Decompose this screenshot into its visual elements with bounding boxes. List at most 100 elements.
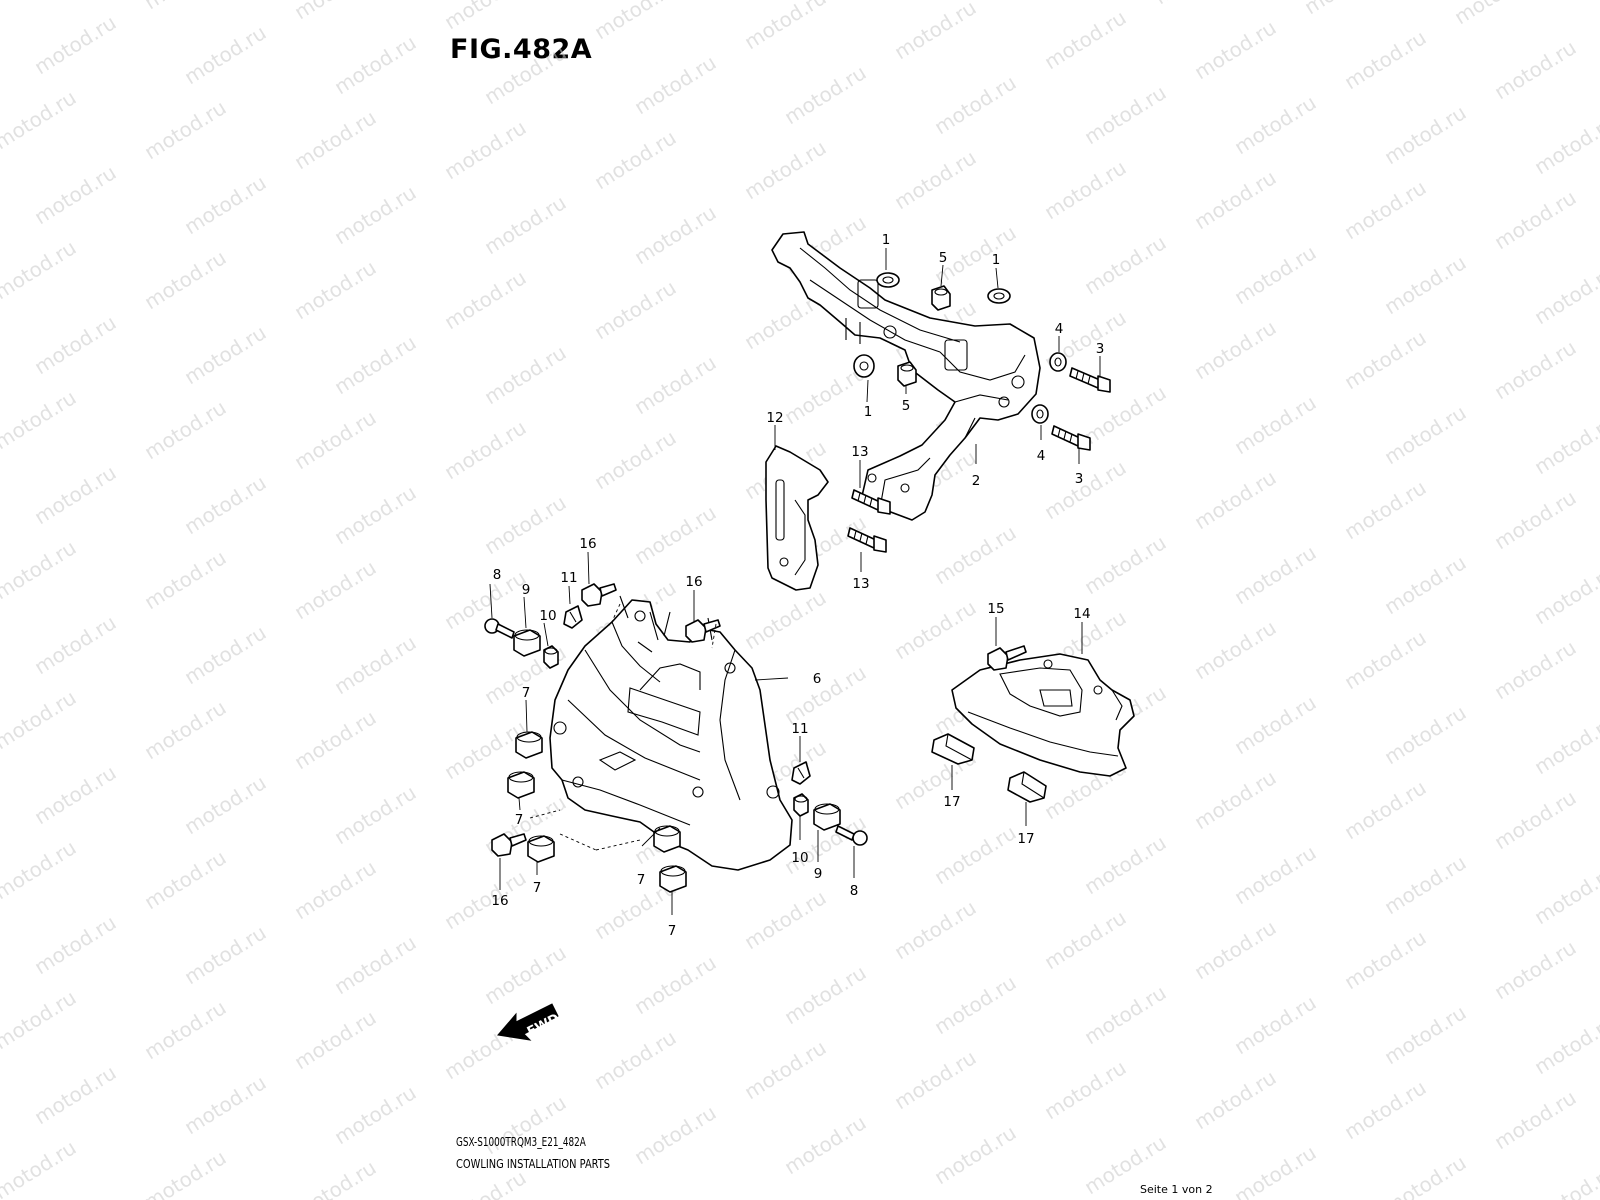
watermark-text: motod.ru — [0, 235, 80, 304]
watermark-text: motod.ru — [630, 50, 721, 119]
watermark-text: motod.ru — [1190, 765, 1281, 834]
watermark-text: motod.ru — [1230, 390, 1321, 459]
watermark-text: motod.ru — [930, 820, 1021, 889]
watermark-text: motod.ru — [1380, 250, 1471, 319]
watermark-text: motod.ru — [1080, 530, 1171, 599]
callout-7: 7 — [515, 812, 524, 828]
grommet-7b — [507, 771, 535, 799]
watermark-text: motod.ru — [1530, 1010, 1600, 1079]
seal-17b — [1007, 771, 1047, 803]
watermark-text: motod.ru — [1380, 550, 1471, 619]
callout-16: 16 — [579, 536, 596, 552]
watermark-text: motod.ru — [1380, 400, 1471, 469]
watermark-text: motod.ru — [0, 85, 80, 154]
watermark-text: motod.ru — [590, 1025, 681, 1094]
watermark-text: motod.ru — [330, 780, 421, 849]
watermark-text: motod.ru — [1490, 35, 1581, 104]
callout-labels: 1 1 1 2 3 3 4 4 5 5 6 7 7 7 7 7 8 8 9 9 … — [491, 232, 1104, 939]
watermark-text: motod.ru — [1530, 710, 1600, 779]
grommet-9a — [513, 629, 541, 657]
watermark-text: motod.ru — [930, 1120, 1021, 1189]
watermark-text: motod.ru — [780, 960, 871, 1029]
bolt-3a — [1069, 367, 1111, 393]
callout-3: 3 — [1075, 471, 1084, 487]
watermark-text: motod.ru — [740, 885, 831, 954]
bolt-8a — [484, 618, 515, 639]
watermark-text: motod.ru — [480, 340, 571, 409]
side-bracket-plate — [765, 445, 829, 591]
watermark-text: motod.ru — [330, 180, 421, 249]
watermark-text: motod.ru — [1490, 935, 1581, 1004]
watermark-text: motod.ru — [30, 160, 121, 229]
watermark-text: motod.ru — [1150, 0, 1241, 9]
callout-7: 7 — [668, 923, 677, 939]
watermark-text: motod.ru — [780, 660, 871, 729]
watermark-text: motod.ru — [1340, 475, 1431, 544]
watermark-text: motod.ru — [740, 0, 831, 54]
watermark-text: motod.ru — [890, 0, 981, 64]
watermark-text: motod.ru — [290, 1155, 381, 1200]
watermark-text: motod.ru — [1490, 485, 1581, 554]
watermark-text: motod.ru — [1230, 540, 1321, 609]
watermark-text: motod.ru — [1380, 700, 1471, 769]
watermark-text: motod.ru — [1340, 175, 1431, 244]
watermark-text: motod.ru — [140, 395, 231, 464]
figure-description: COWLING INSTALLATION PARTS — [456, 1157, 611, 1171]
bolt-16a — [581, 583, 617, 607]
watermark-text: motod.ru — [740, 135, 831, 204]
watermark-text: motod.ru — [1190, 315, 1281, 384]
callout-1: 1 — [882, 232, 891, 248]
watermark-text: motod.ru — [1080, 830, 1171, 899]
watermark-text: motod.ru — [1080, 80, 1171, 149]
watermark-text: motod.ru — [1530, 260, 1600, 329]
watermark-text: motod.ru — [330, 630, 421, 699]
watermark-text: motod.ru — [1490, 1085, 1581, 1154]
nut-11a — [563, 605, 583, 629]
watermark-text: motod.ru — [30, 1060, 121, 1129]
watermark-text: motod.ru — [30, 760, 121, 829]
watermark-text: motod.ru — [1190, 1065, 1281, 1134]
callout-7: 7 — [637, 872, 646, 888]
watermark-text: motod.ru — [440, 115, 531, 184]
watermark-text: motod.ru — [590, 0, 681, 44]
watermark-text: motod.ru — [0, 0, 80, 4]
callout-5: 5 — [902, 398, 911, 414]
bolt-3b — [1051, 425, 1091, 451]
watermark-text: motod.ru — [30, 610, 121, 679]
watermark-text: motod.ru — [440, 265, 531, 334]
watermark-text: motod.ru — [140, 1145, 231, 1200]
watermark-text: motod.ru — [180, 470, 271, 539]
watermark-text: motod.ru — [1230, 1140, 1321, 1200]
watermark-text: motod.ru — [1530, 1160, 1600, 1200]
callout-1: 1 — [864, 404, 873, 420]
watermark-text: motod.ru — [440, 415, 531, 484]
watermark-text: motod.ru — [140, 695, 231, 764]
watermark-text: motod.ru — [1530, 110, 1600, 179]
seal-17a — [931, 733, 975, 765]
watermark-text: motod.ru — [1340, 325, 1431, 394]
watermark-text: motod.ru — [290, 705, 381, 774]
watermark-text: motod.ru — [290, 555, 381, 624]
watermark-text: motod.ru — [180, 170, 271, 239]
watermark-text: motod.ru — [480, 40, 571, 109]
watermark-text: motod.ru — [330, 1080, 421, 1149]
watermark-text: motod.ru — [1040, 155, 1131, 224]
watermark-text: motod.ru — [1530, 560, 1600, 629]
callout-12: 12 — [766, 410, 783, 426]
watermark-text: motod.ru — [1040, 5, 1131, 74]
watermark-text: motod.ru — [740, 585, 831, 654]
watermark-text: motod.ru — [30, 910, 121, 979]
watermark-text: motod.ru — [1230, 840, 1321, 909]
watermark-text: motod.ru — [1490, 185, 1581, 254]
callout-9: 9 — [814, 866, 823, 882]
callout-15: 15 — [987, 601, 1004, 617]
watermark-text: motod.ru — [1530, 860, 1600, 929]
watermark-text: motod.ru — [1340, 1075, 1431, 1144]
watermark-text: motod.ru — [780, 1110, 871, 1179]
watermark-text: motod.ru — [330, 330, 421, 399]
watermark-text: motod.ru — [180, 1070, 271, 1139]
callout-13: 13 — [851, 444, 868, 460]
watermark-text: motod.ru — [1380, 100, 1471, 169]
inner-cover — [951, 653, 1135, 777]
watermark-text: motod.ru — [930, 970, 1021, 1039]
